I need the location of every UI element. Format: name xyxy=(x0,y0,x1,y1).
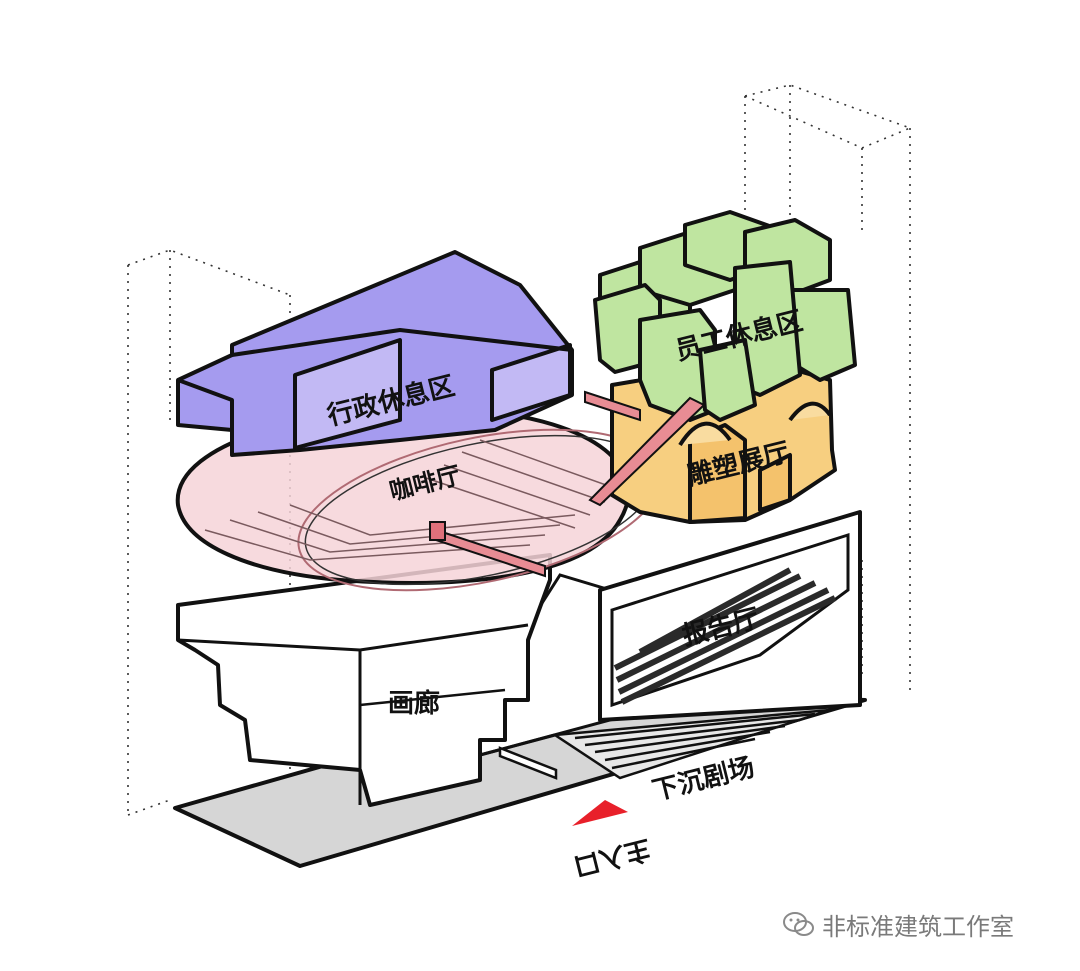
connecting-bridges xyxy=(429,390,706,578)
label-main-entrance: 主入口 xyxy=(571,833,654,881)
lecture-hall-block xyxy=(598,510,862,722)
watermark: 非标准建筑工作室 xyxy=(782,907,1014,942)
lecture-hall-seating xyxy=(613,567,837,705)
label-gallery: 画廊 xyxy=(388,688,440,719)
staff-lounge-block xyxy=(593,210,857,422)
cafe-steps xyxy=(204,439,621,561)
admin-lounge-block xyxy=(176,250,574,457)
entrance-beam xyxy=(498,746,558,780)
wechat-icon xyxy=(783,911,814,936)
sunken-theater xyxy=(551,708,831,780)
gallery-block xyxy=(176,553,552,807)
site-envelope-dotted-lines xyxy=(127,84,911,816)
watermark-text: 非标准建筑工作室 xyxy=(822,913,1014,941)
main-entrance-marker-icon xyxy=(572,800,628,826)
